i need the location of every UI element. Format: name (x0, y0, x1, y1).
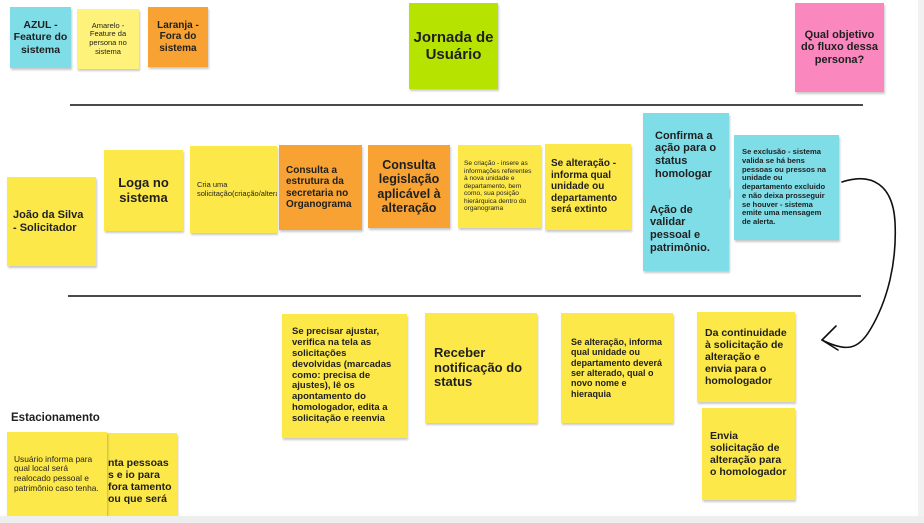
alteration-info-text: Se alteração - informa qual unidade ou d… (551, 158, 618, 216)
legend-yellow-text: Amarelo - Feature da persona no sistema (89, 20, 127, 56)
parking-label: Estacionamento (11, 412, 100, 424)
continue-note[interactable]: Da continuidade à solicitação de alteraç… (697, 312, 795, 402)
exclusion-text: Se exclusão - sistema valida se há bens … (742, 147, 826, 227)
create-note[interactable]: Cria uma solicitação(criação/alteração/a… (190, 146, 277, 233)
parking-note-front[interactable]: Usuário informa para qual local será rea… (7, 432, 107, 516)
legend-orange-text: Laranja - Fora do sistema (157, 19, 199, 54)
question-note[interactable]: Qual objetivo do fluxo dessa persona? (795, 3, 884, 92)
legend-yellow-note[interactable]: Amarelo - Feature da persona no sistema (77, 9, 139, 69)
parking-note-back-text: nta pessoas s e io para fora tamento ou … (108, 457, 172, 506)
login-text: Loga no sistema (118, 174, 169, 205)
legend-blue-note[interactable]: AZUL - Feature do sistema (10, 7, 71, 68)
consult-law-note[interactable]: Consulta legislação aplicável à alteraçã… (368, 145, 450, 228)
creation-info-text: Se criação - insere as informações refer… (464, 159, 532, 213)
legend-orange-note[interactable]: Laranja - Fora do sistema (148, 7, 208, 67)
question-text: Qual objetivo do fluxo dessa persona? (800, 28, 879, 66)
notification-note[interactable]: Receber notificação do status (425, 313, 537, 423)
send-text: Envia solicitação de alteração para o ho… (710, 429, 787, 479)
alteration2-text: Se alteração, informa qual unidade ou de… (571, 336, 663, 399)
exclusion-note[interactable]: Se exclusão - sistema valida se há bens … (734, 135, 839, 240)
title-note[interactable]: Jornada de Usuário (409, 3, 498, 89)
persona-text: João da Silva - Solicitador (13, 208, 84, 234)
alteration-info-note[interactable]: Se alteração - informa qual unidade ou d… (545, 144, 631, 230)
confirm-note[interactable]: Confirma a ação para o status homologar (643, 113, 729, 197)
page-title: Jornada de Usuário (413, 28, 494, 63)
notification-text: Receber notificação do status (434, 344, 523, 390)
consult-structure-text: Consulta a estrutura da secretaria no Or… (286, 164, 352, 211)
creation-info-note[interactable]: Se criação - insere as informações refer… (458, 145, 541, 228)
continue-text: Da continuidade à solicitação de alteraç… (705, 326, 787, 388)
persona-note[interactable]: João da Silva - Solicitador (7, 177, 96, 266)
adjust-note[interactable]: Se precisar ajustar, verifica na tela as… (282, 314, 407, 438)
consult-structure-note[interactable]: Consulta a estrutura da secretaria no Or… (279, 145, 362, 230)
send-note[interactable]: Envia solicitação de alteração para o ho… (702, 408, 795, 500)
divider-top (70, 104, 863, 106)
create-text: Cria uma solicitação(criação/alteração/a… (197, 179, 277, 198)
adjust-text: Se precisar ajustar, verifica na tela as… (292, 325, 392, 425)
consult-law-text: Consulta legislação aplicável à alteraçã… (377, 157, 441, 215)
validate-note[interactable]: Ação de validar pessoal e patrimônio. (643, 187, 729, 271)
parking-note-front-text: Usuário informa para qual local será rea… (14, 453, 99, 493)
divider-middle (68, 295, 861, 297)
confirm-text: Confirma a ação para o status homologar (655, 129, 717, 180)
alteration2-note[interactable]: Se alteração, informa qual unidade ou de… (561, 313, 673, 423)
bottom-bar (0, 516, 924, 523)
right-edge (918, 0, 924, 516)
login-note[interactable]: Loga no sistema (104, 150, 183, 231)
validate-text: Ação de validar pessoal e patrimônio. (650, 203, 710, 254)
legend-blue-text: AZUL - Feature do sistema (13, 19, 68, 56)
